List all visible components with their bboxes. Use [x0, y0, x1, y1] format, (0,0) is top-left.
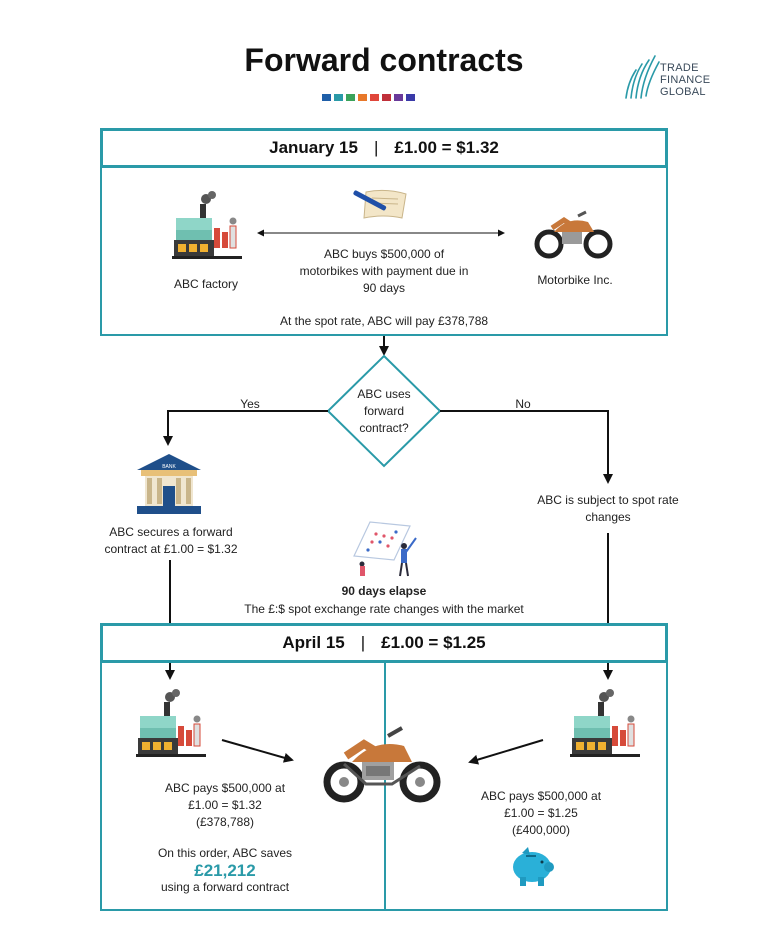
forward-contract-text: ABC secures a forward contract at £1.00 …: [104, 525, 238, 556]
left-payment-line-3: (£378,788): [195, 815, 255, 829]
left-payment-text: ABC pays $500,000 at £1.00 = $1.32 (£378…: [150, 780, 300, 831]
color-swatch-4: [358, 94, 367, 101]
header-separator: |: [373, 138, 379, 157]
yes-branch-line: [163, 410, 328, 446]
april-date: April 15: [282, 633, 345, 652]
factory-label: ABC factory: [173, 277, 239, 291]
january-date: January 15: [269, 138, 358, 157]
page-title: Forward contracts: [244, 42, 524, 78]
no-label: No: [515, 397, 531, 411]
right-payment-arrow: [468, 739, 544, 765]
april-header: April 15 | £1.00 = $1.25: [100, 623, 668, 663]
color-swatch-5: [370, 94, 379, 101]
factory-icon: [136, 689, 206, 757]
savings-outro: using a forward contract: [160, 880, 290, 894]
header-separator: |: [360, 633, 366, 652]
decision-diamond: [326, 354, 442, 468]
trade-finance-global-logo: TRADE FINANCE GLOBAL: [622, 48, 732, 106]
right-payment-line-2: £1.00 = $1.25: [504, 806, 578, 820]
left-payment-arrow: [221, 739, 294, 763]
savings-block: On this order, ABC saves £21,212 using a…: [140, 845, 310, 896]
right-payment-line-1: ABC pays $500,000 at: [480, 789, 602, 803]
january-header: January 15 | £1.00 = $1.32: [100, 128, 668, 168]
yes-label: Yes: [240, 397, 260, 411]
days-elapse-title: 90 days elapse: [341, 584, 427, 598]
color-swatch-strip: [322, 94, 415, 101]
logo-line-3: GLOBAL: [660, 86, 706, 98]
deal-text: ABC buys $500,000 of motorbikes with pay…: [299, 247, 469, 295]
savings-amount: £21,212: [194, 861, 256, 880]
bank-sign: BANK: [162, 464, 176, 470]
logo-mark-icon: [625, 55, 660, 99]
left-payment-line-2: £1.00 = $1.32: [188, 798, 262, 812]
color-swatch-6: [382, 94, 391, 101]
calendar-people-icon: [353, 521, 417, 577]
color-swatch-2: [334, 94, 343, 101]
left-payment-line-1: ABC pays $500,000 at: [164, 781, 286, 795]
logo-line-2: FINANCE: [660, 74, 711, 86]
no-branch-line: [440, 410, 613, 484]
right-payment-line-3: (£400,000): [511, 823, 571, 837]
motorbike-icon: [534, 210, 613, 259]
decision-text: ABC uses forward contract?: [357, 387, 411, 435]
factory-icon: [570, 689, 640, 757]
days-elapse-text: The £:$ spot exchange rate changes with …: [244, 602, 524, 616]
right-payment-text: ABC pays $500,000 at £1.00 = $1.25 (£400…: [466, 788, 616, 839]
logo-line-1: TRADE: [660, 62, 699, 74]
contract-pen-icon: [353, 189, 407, 219]
factory-icon: [172, 191, 242, 259]
spot-changes-text: ABC is subject to spot rate changes: [537, 493, 679, 524]
color-swatch-8: [406, 94, 415, 101]
color-swatch-3: [346, 94, 355, 101]
motorbike-icon: [323, 726, 441, 803]
color-swatch-1: [322, 94, 331, 101]
color-swatch-7: [394, 94, 403, 101]
motorbike-inc-label: Motorbike Inc.: [537, 273, 613, 287]
april-rate: £1.00 = $1.25: [381, 633, 486, 652]
piggy-bank-icon: [513, 847, 554, 886]
bank-icon: BANK: [137, 454, 201, 514]
spot-rate-text: At the spot rate, ABC will pay £378,788: [279, 314, 489, 328]
january-rate: £1.00 = $1.32: [394, 138, 499, 157]
savings-intro: On this order, ABC saves: [157, 846, 293, 860]
